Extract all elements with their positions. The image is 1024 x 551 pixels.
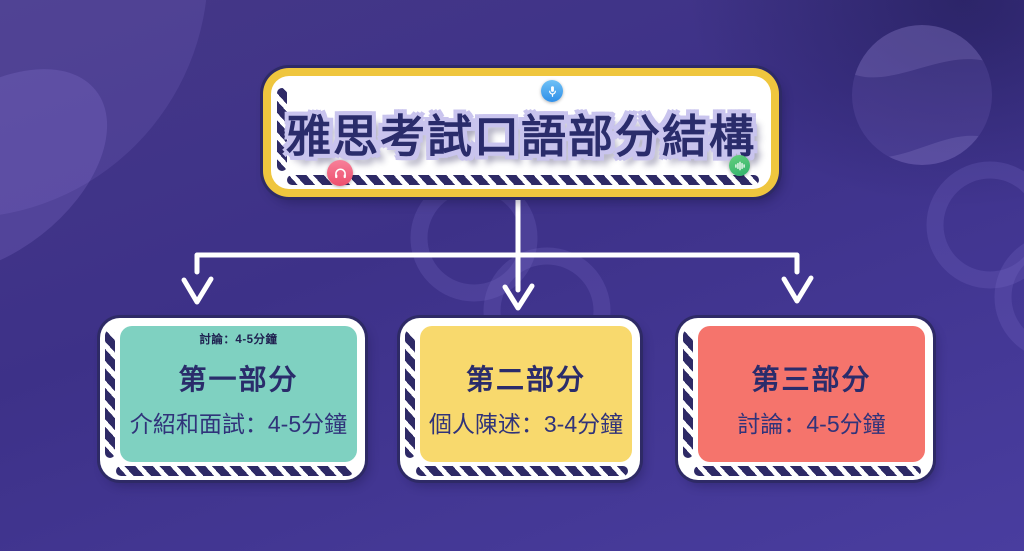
header-card-inner: 雅思考試口語部分結構 — [271, 76, 771, 189]
microphone-icon — [541, 80, 563, 102]
planet-decoration — [852, 25, 992, 165]
rope-border-left — [405, 330, 415, 458]
card-part-1-title: 第一部分 — [178, 363, 299, 395]
card-part-2-title: 第二部分 — [465, 363, 586, 395]
rope-border-bottom — [416, 466, 628, 476]
rope-border-bottom — [694, 466, 921, 476]
card-part-3-subtitle: 討論：4-5分鐘 — [737, 410, 886, 437]
card-part-3-title: 第三部分 — [751, 363, 872, 395]
rope-border-left — [277, 88, 287, 171]
rope-border-left — [683, 330, 693, 458]
headphones-icon — [327, 160, 353, 186]
card-part-1: 討論：4-5分鐘 第一部分 介紹和面試：4-5分鐘 — [100, 318, 365, 480]
corner-circle-decoration — [0, 0, 207, 215]
card-part-2-subtitle: 個人陳述：3-4分鐘 — [428, 410, 624, 437]
soundwave-icon — [729, 155, 750, 176]
card-part-3-fill: 第三部分 討論：4-5分鐘 — [698, 326, 925, 462]
header-card: 雅思考試口語部分結構 — [263, 68, 779, 197]
page-title: 雅思考試口語部分結構 — [285, 111, 756, 162]
card-part-1-subtitle: 介紹和面試：4-5分鐘 — [129, 410, 348, 437]
card-part-1-note: 討論：4-5分鐘 — [199, 334, 278, 346]
rope-border-bottom — [287, 175, 759, 185]
arrow-branch-line — [194, 252, 800, 275]
arrowhead-right — [781, 275, 814, 304]
rope-border-left — [105, 330, 115, 458]
card-part-1-fill: 討論：4-5分鐘 第一部分 介紹和面試：4-5分鐘 — [120, 326, 357, 462]
arrowhead-left — [181, 276, 214, 305]
card-part-3: 第三部分 討論：4-5分鐘 — [678, 318, 933, 480]
arrowhead-center — [502, 283, 535, 311]
card-part-2: 第二部分 個人陳述：3-4分鐘 — [400, 318, 640, 480]
rope-border-bottom — [116, 466, 353, 476]
card-part-2-fill: 第二部分 個人陳述：3-4分鐘 — [420, 326, 632, 462]
